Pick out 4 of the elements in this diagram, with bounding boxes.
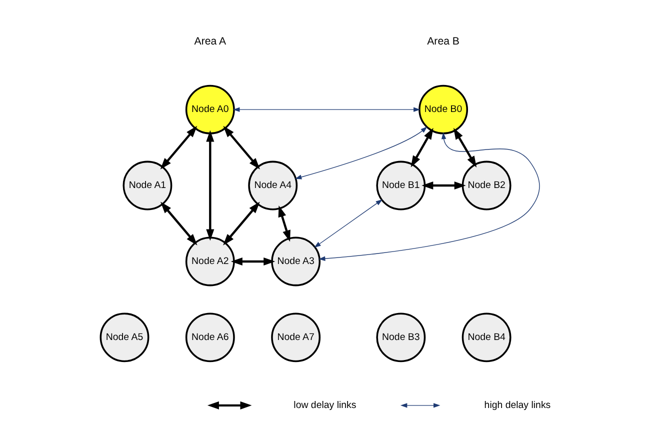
label: Area A (194, 35, 226, 48)
label: Area B (427, 35, 460, 48)
legend-label: low delay links (294, 400, 356, 411)
legend-label: high delay links (484, 400, 551, 411)
